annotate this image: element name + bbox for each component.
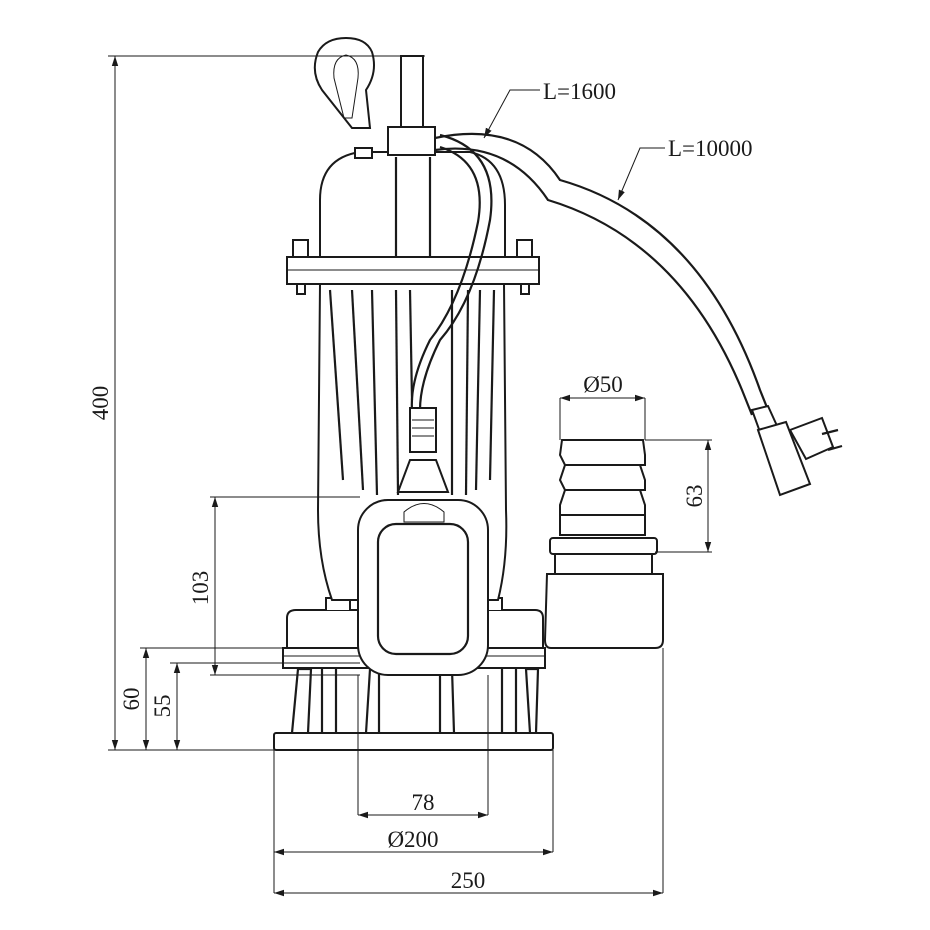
outlet-elbow [543,573,664,649]
pump-illustration [273,36,843,751]
dimension-lines [108,55,712,897]
flange-bolts [292,239,533,295]
base-legs [290,667,540,734]
float-cable-length-label: L=1600 [543,79,616,104]
cable-gland [387,126,436,156]
width-250-label: 250 [451,868,486,893]
outlet-height-63-label: 63 [682,485,707,508]
width-78-label: 78 [412,790,435,815]
hose-barb [558,439,646,536]
height-400-label: 400 [88,386,113,421]
float-switch [357,499,489,676]
float-cable [418,133,493,411]
diameter-200-label: Ø200 [387,827,438,852]
plug-icon [750,404,843,497]
power-cable [434,132,772,416]
outlet-diameter-label: Ø50 [583,372,623,397]
height-60-label: 60 [119,688,144,711]
float-height-103-label: 103 [188,571,213,606]
height-55-label: 55 [150,695,175,718]
power-cable-length-label: L=10000 [668,136,753,161]
carry-handle [313,36,375,129]
base-plate [273,732,554,751]
dimension-labels: 400 60 55 103 78 Ø200 250 Ø50 63 L=1600 … [88,79,753,893]
top-cover [319,151,506,258]
